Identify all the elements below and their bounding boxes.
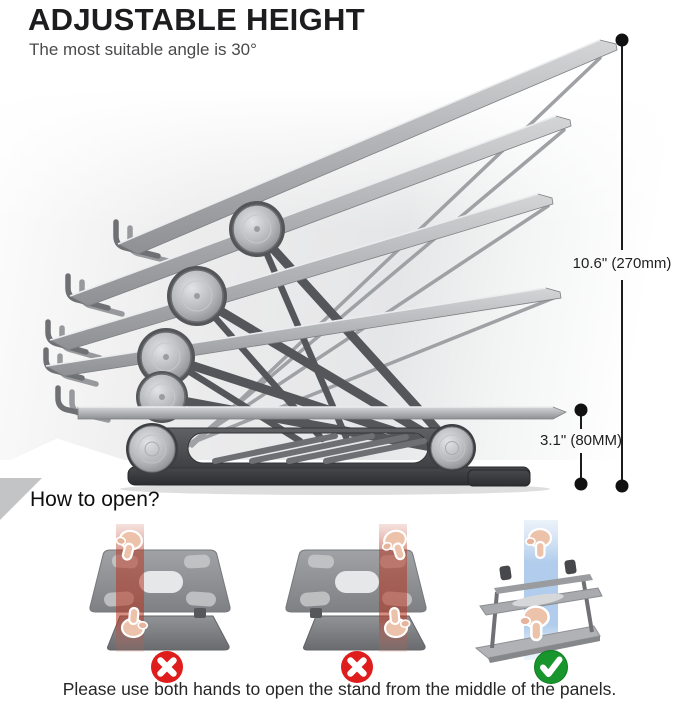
base-left-cap [126, 423, 178, 475]
blade-highlights [45, 39, 601, 367]
panel-cutout [139, 571, 183, 593]
stand-side-view [43, 39, 618, 495]
max-height-label: 10.6" (270mm) [572, 255, 672, 272]
flat-platform [77, 406, 567, 420]
base-right-cap [428, 424, 476, 472]
step-left-edge [89, 524, 231, 683]
hinge [194, 608, 206, 618]
min-height-label: 3.1" (80MM) [539, 432, 622, 449]
step-right-edge [285, 524, 427, 683]
folded-stand [474, 559, 603, 663]
page-subtitle: The most suitable angle is 30° [29, 40, 257, 59]
how-to-open-heading: How to open? [30, 488, 160, 511]
platform-blades [44, 39, 618, 377]
measurement-endpoints [574, 33, 629, 493]
base-slot-struts [212, 433, 427, 464]
hinge [310, 608, 322, 618]
step-middle [474, 520, 603, 684]
page-title: ADJUSTABLE HEIGHT [28, 2, 365, 37]
panel-cutout [335, 571, 379, 593]
how-to-open-note: Please use both hands to open the stand … [62, 679, 617, 699]
stand-base [120, 423, 550, 495]
